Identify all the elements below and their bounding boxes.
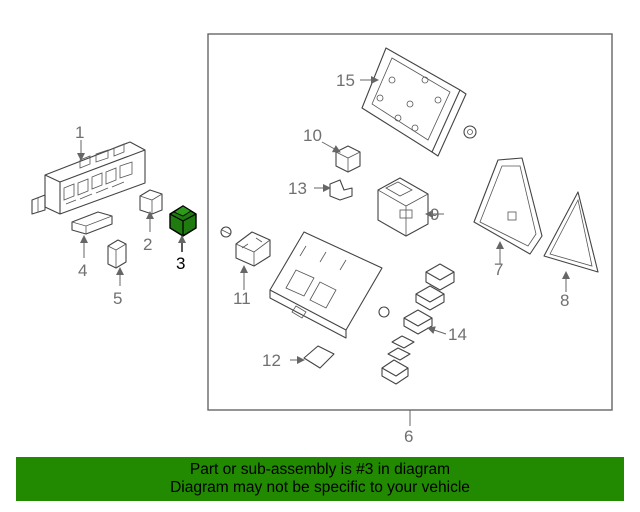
callout-14: 14 [448,325,467,344]
screw [220,226,232,238]
callout-9: 9 [430,205,439,224]
part-9-relay-module [377,177,444,237]
part-4-fuse [71,211,113,258]
part-12-label [290,345,335,369]
info-banner: Part or sub-assembly is #3 in diagram Di… [16,457,624,501]
callout-4: 4 [78,261,87,280]
callout-2: 2 [143,235,152,254]
callout-12: 12 [262,351,281,370]
part-7-side-cover [473,157,543,264]
part-10-connector [321,141,361,173]
part-3-relay-highlighted [169,205,197,252]
part-2-relay [139,189,163,232]
callout-1: 1 [75,123,84,142]
part-8-panel [543,191,599,292]
callout-3: 3 [176,254,185,273]
part-13-clip [314,179,353,201]
callout-10: 10 [303,126,322,145]
screw-2 [378,306,390,318]
callout-8: 8 [560,291,569,310]
parts-diagram: 1 2 3 4 5 15 [31,33,613,446]
callout-11: 11 [233,289,251,308]
callout-5: 5 [113,289,122,308]
banner-line-1: Part or sub-assembly is #3 in diagram [189,461,451,478]
part-14-fuses [381,263,455,385]
part-11-connector [235,231,271,290]
callout-6: 6 [404,427,413,446]
part-15-circuit-board [360,47,467,157]
nut [463,125,477,139]
banner-line-2: Diagram may not be specific to your vehi… [170,479,470,496]
callout-13: 13 [288,179,307,198]
part-1-junction-block [31,140,146,215]
callout-7: 7 [494,260,503,279]
callout-15: 15 [336,71,355,90]
main-fuse-box [269,231,383,339]
part-5-fuse [107,239,127,286]
